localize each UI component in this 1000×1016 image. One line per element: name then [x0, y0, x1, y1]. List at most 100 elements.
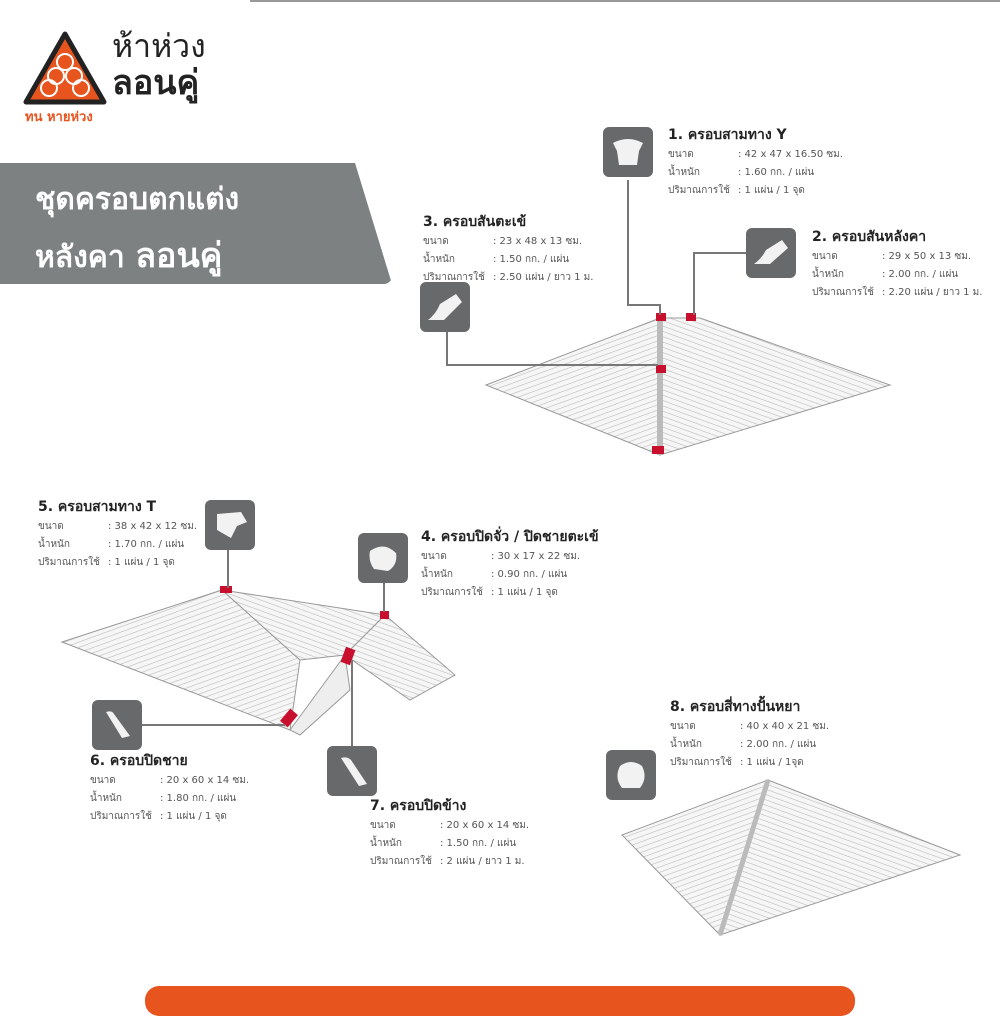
eave-cap-icon: [106, 711, 130, 738]
spec-size: : 38 x 42 x 12 ซม.: [108, 521, 198, 532]
spec-label: น้ำหนัก: [421, 569, 453, 580]
spec-label: น้ำหนัก: [670, 739, 702, 750]
spec-label: ปริมาณการใช้: [812, 287, 874, 298]
spec-size: : 42 x 47 x 16.50 ซม.: [738, 149, 843, 160]
spec-size: : 23 x 48 x 13 ซม.: [493, 236, 583, 247]
ridge-marker: [686, 313, 696, 321]
item-3: 3. ครอบสันตะเข้ ขนาด : 23 x 48 x 13 ซม. น…: [423, 211, 593, 287]
spec-label: ขนาด: [90, 775, 116, 786]
spec-label: น้ำหนัก: [423, 254, 455, 265]
spec-label: น้ำหนัก: [812, 269, 844, 280]
top-divider: [250, 0, 1000, 2]
hip-marker: [656, 365, 666, 373]
spec-weight: : 1.70 กก. / แผ่น: [108, 539, 185, 550]
brand-slogan: ทน หายห่วง: [25, 110, 93, 125]
banner-title-line2: หลังคา ลอนคู่: [35, 228, 222, 282]
spec-label: ขนาด: [421, 551, 447, 562]
spec-weight: : 0.90 กก. / แผ่น: [491, 569, 568, 580]
spec-usage: : 2.50 แผ่น / ยาว 1 ม.: [493, 272, 594, 283]
spec-usage: : 1 แผ่น / 1จุด: [740, 757, 804, 768]
hip-cap-icon: [428, 294, 462, 320]
ridge-y-marker: [656, 313, 666, 321]
spec-label: ขนาด: [812, 251, 838, 262]
spec-usage: : 1 แผ่น / 1 จุด: [160, 811, 227, 822]
spec-label: น้ำหนัก: [38, 539, 70, 550]
spec-label: ขนาด: [668, 149, 694, 160]
side-marker: [340, 646, 356, 666]
spec-usage: : 2.20 แผ่น / ยาว 1 ม.: [882, 287, 983, 298]
gable-roof-2: [60, 586, 456, 736]
bottom-accent-bar: [145, 986, 855, 1016]
item-title: 4. ครอบปิดจั่ว / ปิดชายตะเข้: [421, 529, 599, 545]
spec-label: ขนาด: [670, 721, 696, 732]
banner-title-line1: ชุดครอบตกแต่ง: [35, 182, 240, 217]
brand-name-line2: ลอนคู่: [112, 63, 200, 103]
spec-label: ปริมาณการใช้: [90, 811, 152, 822]
side-cap-image: [327, 746, 377, 796]
y-ridge-cap-image: [603, 127, 653, 177]
four-way-cap-image: [606, 750, 656, 800]
spec-size: : 30 x 17 x 22 ซม.: [491, 551, 581, 562]
hip-roof-3: [621, 779, 962, 936]
spec-label: ปริมาณการใช้: [423, 272, 485, 283]
item-title: 8. ครอบสี่ทางปั้นหยา: [670, 699, 801, 715]
spec-usage: : 1 แผ่น / 1 จุด: [491, 587, 558, 598]
banner-title-brand: ลอนคู่: [135, 236, 223, 276]
spec-usage: : 2 แผ่น / ยาว 1 ม.: [440, 856, 525, 867]
t-junction-marker: [220, 586, 232, 593]
item-title: 2. ครอบสันหลังคา: [812, 229, 927, 245]
side-cap-icon: [341, 757, 367, 786]
spec-size: : 20 x 60 x 14 ซม.: [160, 775, 250, 786]
spec-weight: : 1.80 กก. / แผ่น: [160, 793, 237, 804]
spec-weight: : 2.00 กก. / แผ่น: [740, 739, 817, 750]
spec-size: : 40 x 40 x 21 ซม.: [740, 721, 830, 732]
spec-label: น้ำหนัก: [668, 167, 700, 178]
item-6: 6. ครอบปิดชาย ขนาด: 20 x 60 x 14 ซม. น้ำ…: [90, 750, 249, 826]
item-2: 2. ครอบสันหลังคา ขนาด: 29 x 50 x 13 ซม. …: [812, 226, 982, 302]
item-title: 5. ครอบสามทาง T: [38, 499, 157, 515]
leader-lines: [142, 180, 746, 746]
y-cap-icon: [613, 139, 643, 165]
four-way-cap-icon: [617, 762, 645, 788]
spec-size: : 20 x 60 x 14 ซม.: [440, 820, 530, 831]
title-banner: [0, 163, 392, 284]
spec-label: ขนาด: [370, 820, 396, 831]
hip-roof-1: [484, 313, 892, 456]
ridge-cap-icon: [754, 240, 788, 264]
spec-label: ปริมาณการใช้: [670, 757, 732, 768]
item-4: 4. ครอบปิดจั่ว / ปิดชายตะเข้ ขนาด : 30 x …: [421, 526, 599, 602]
gable-cap-icon: [369, 546, 397, 571]
spec-label: ปริมาณการใช้: [38, 557, 100, 568]
spec-label: ปริมาณการใช้: [370, 856, 432, 867]
eave-cap-image: [92, 700, 142, 750]
item-8: 8. ครอบสี่ทางปั้นหยา ขนาด : 40 x 40 x 21 …: [670, 696, 829, 772]
t-cap-image: [205, 500, 255, 550]
spec-weight: : 2.00 กก. / แผ่น: [882, 269, 959, 280]
hip-end-marker: [652, 446, 664, 454]
item-title: 1. ครอบสามทาง Y: [668, 127, 787, 143]
spec-size: : 29 x 50 x 13 ซม.: [882, 251, 972, 262]
item-1: 1. ครอบสามทาง Y ขนาด : 42 x 47 x 16.50 ซม…: [668, 124, 843, 200]
item-7: 7. ครอบปิดข้าง ขนาด : 20 x 60 x 14 ซม. น้…: [370, 795, 529, 871]
spec-label: ปริมาณการใช้: [421, 587, 483, 598]
t-cap-icon: [217, 512, 247, 538]
spec-usage: : 1 แผ่น / 1 จุด: [738, 185, 805, 196]
spec-weight: : 1.50 กก. / แผ่น: [440, 838, 517, 849]
item-title: 3. ครอบสันตะเข้: [423, 214, 527, 230]
spec-label: ปริมาณการใช้: [668, 185, 730, 196]
banner-title-part: หลังคา: [35, 240, 125, 275]
gable-end-cap-image: [358, 533, 408, 583]
eave-marker: [280, 708, 298, 728]
item-5: 5. ครอบสามทาง T ขนาด : 38 x 42 x 12 ซม. น…: [38, 496, 197, 572]
spec-usage: : 1 แผ่น / 1 จุด: [108, 557, 175, 568]
item-title: 7. ครอบปิดข้าง: [370, 798, 467, 814]
item-title: 6. ครอบปิดชาย: [90, 753, 188, 769]
gable-end-marker: [380, 611, 389, 619]
hip-cap-image: [420, 282, 470, 332]
spec-label: ขนาด: [38, 521, 64, 532]
logo-icon: [23, 31, 107, 105]
spec-label: น้ำหนัก: [370, 838, 402, 849]
ridge-cap-image: [746, 228, 796, 278]
spec-label: ขนาด: [423, 236, 449, 247]
